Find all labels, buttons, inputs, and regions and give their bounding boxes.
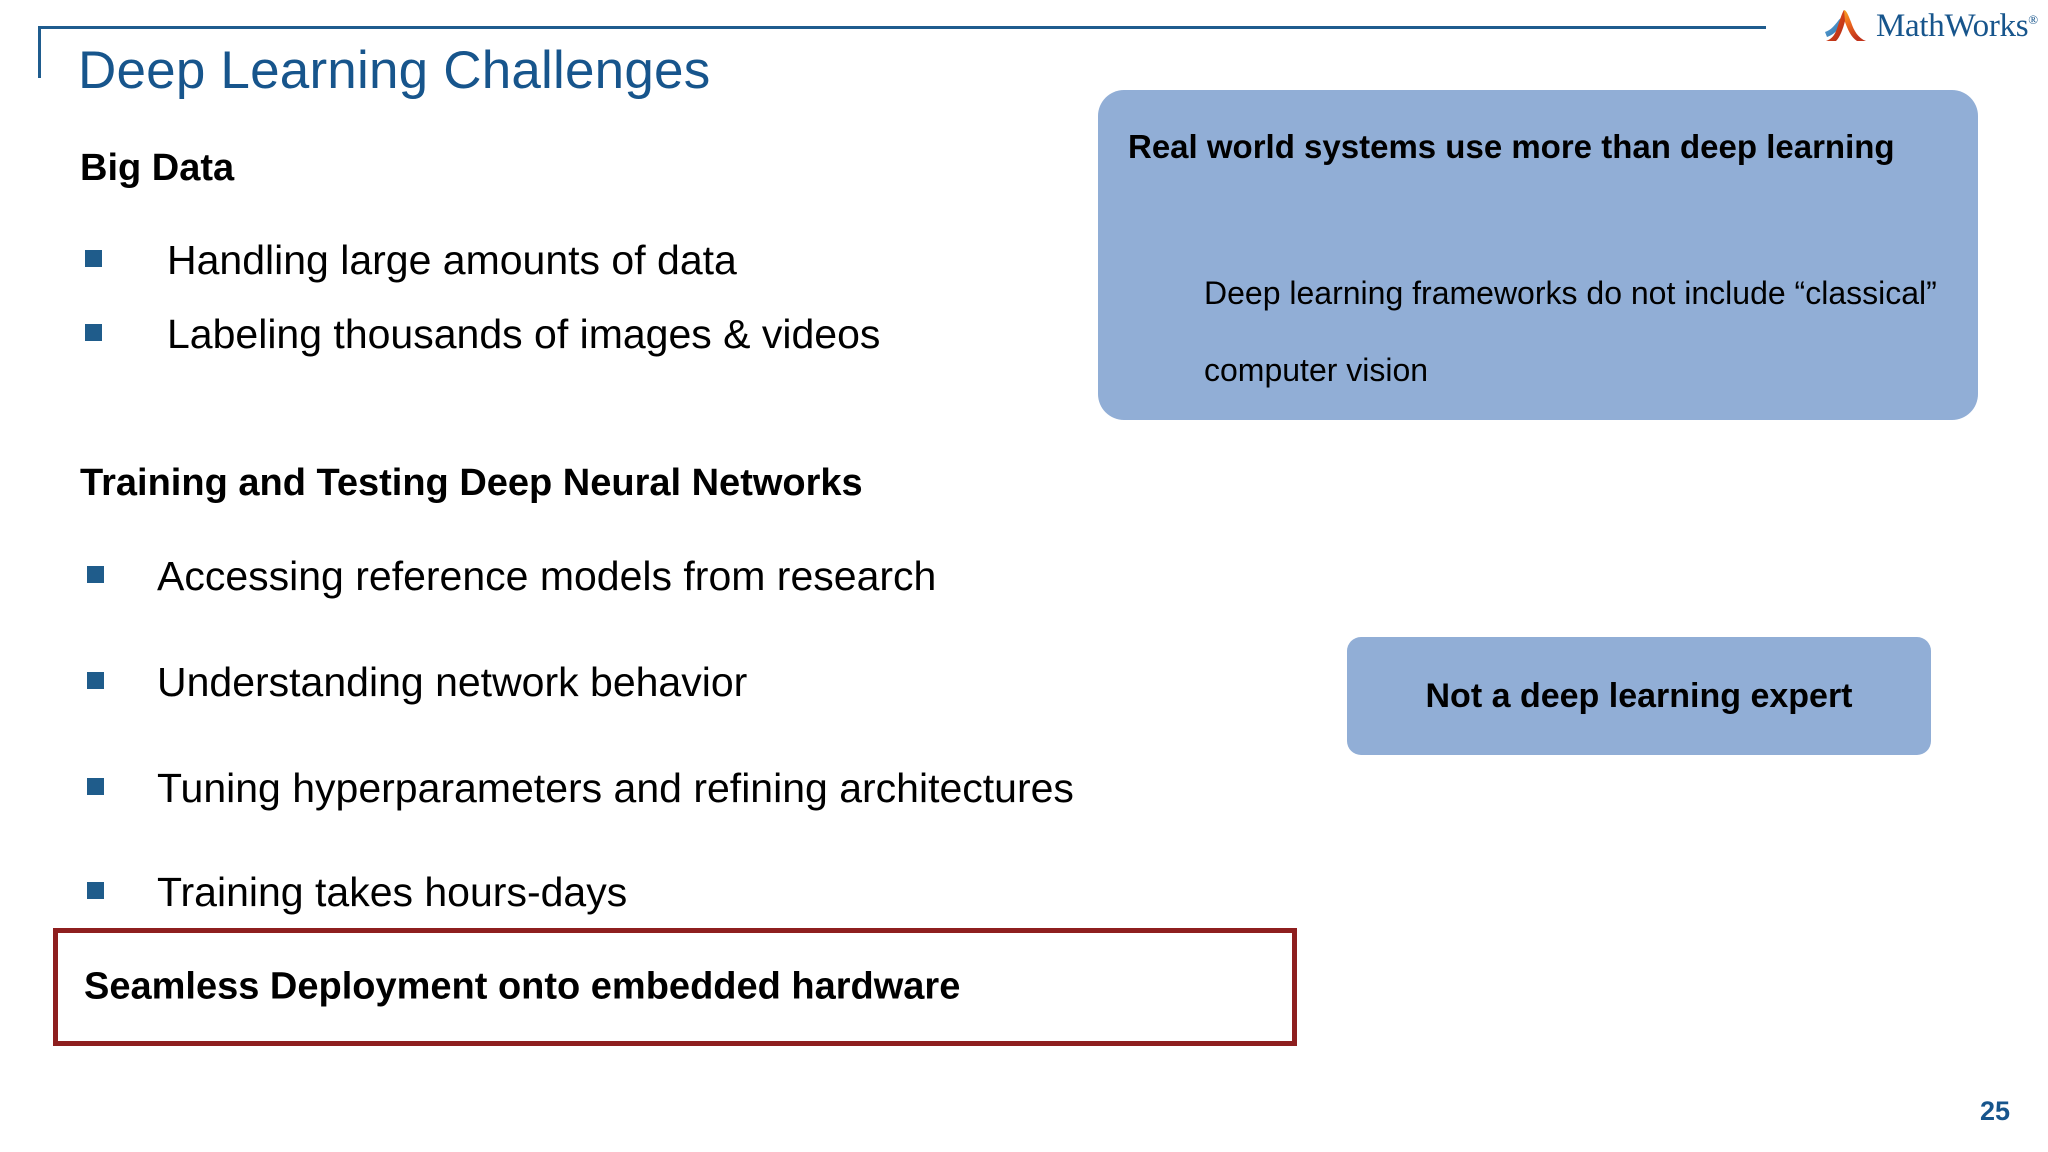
bullet-text: Training takes hours-days — [157, 869, 628, 915]
list-item: Understanding network behavior — [87, 659, 747, 706]
page-title: Deep Learning Challenges — [78, 41, 711, 100]
mathworks-logo: MathWorks® — [1824, 6, 2038, 46]
square-bullet-icon — [85, 250, 102, 267]
bullet-text: Handling large amounts of data — [167, 237, 737, 283]
list-item: Labeling thousands of images & videos — [85, 311, 880, 358]
section-heading-big-data: Big Data — [80, 147, 235, 189]
bullet-text: Labeling thousands of images & videos — [167, 311, 881, 357]
square-bullet-icon — [87, 672, 104, 689]
page-number: 25 — [1979, 1096, 2010, 1126]
callout-not-expert-label: Not a deep learning expert — [1425, 676, 1853, 715]
deployment-label: Seamless Deployment onto embedded hardwa… — [84, 965, 961, 1008]
header-rule-vertical — [38, 26, 41, 78]
callout-not-expert: Not a deep learning expert — [1347, 637, 1931, 755]
square-bullet-icon — [87, 566, 104, 583]
square-bullet-icon — [87, 778, 104, 795]
list-item: Handling large amounts of data — [85, 237, 737, 284]
bullet-text: Accessing reference models from research — [157, 553, 937, 599]
mathworks-membrane-icon — [1825, 10, 1866, 41]
callout-real-world-title: Real world systems use more than deep le… — [1128, 128, 1895, 165]
section-heading-training: Training and Testing Deep Neural Network… — [80, 462, 863, 504]
list-item: Accessing reference models from research — [87, 553, 936, 600]
trademark-symbol: ® — [2028, 11, 2038, 27]
header-rule-horizontal — [38, 26, 1766, 29]
list-item: Training takes hours-days — [87, 869, 627, 916]
list-item: Tuning hyperparameters and refining arch… — [87, 765, 1074, 812]
bullet-text: Tuning hyperparameters and refining arch… — [157, 765, 1074, 811]
square-bullet-icon — [85, 324, 102, 341]
callout-real-world-body: Deep learning frameworks do not include … — [1204, 275, 1937, 388]
mathworks-wordmark: MathWorks® — [1876, 7, 2038, 44]
bullet-text: Understanding network behavior — [157, 659, 748, 705]
callout-real-world: Real world systems use more than deep le… — [1098, 90, 1978, 420]
deployment-highlight-box: Seamless Deployment onto embedded hardwa… — [53, 928, 1297, 1046]
square-bullet-icon — [87, 882, 104, 899]
